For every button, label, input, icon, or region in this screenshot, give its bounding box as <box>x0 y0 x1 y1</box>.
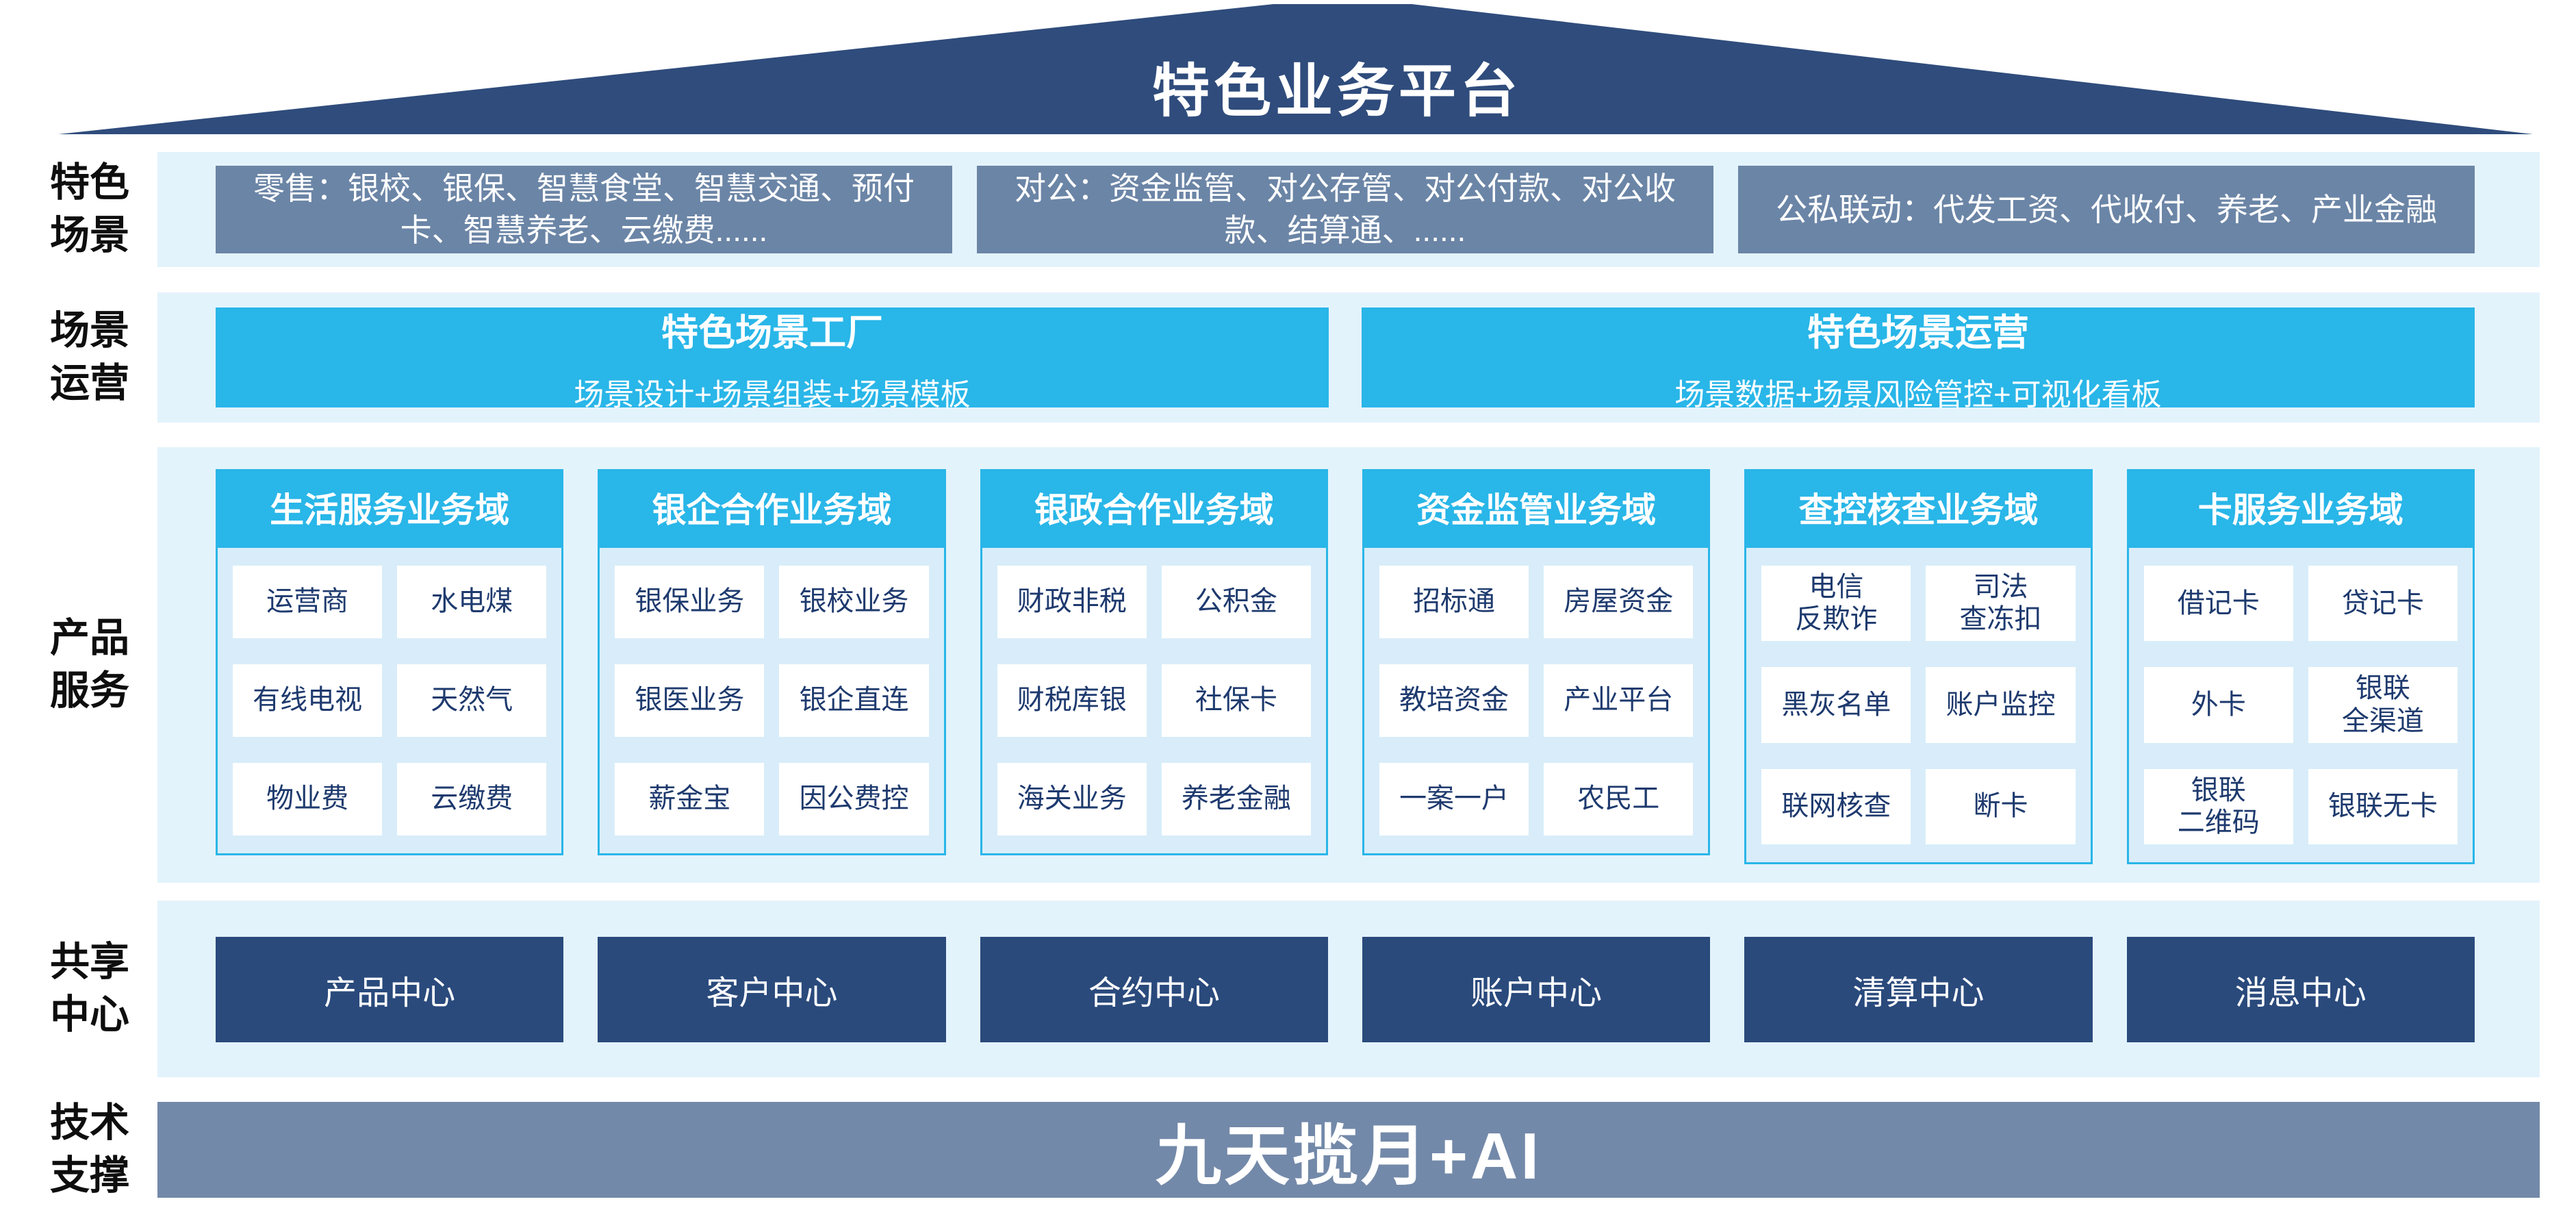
product-cell: 运营商 <box>233 566 383 638</box>
product-cell: 外卡 <box>2143 667 2293 743</box>
scenes-band: 零售：银校、银保、智慧食堂、智慧交通、预付卡、智慧养老、云缴费...... 对公… <box>157 152 2540 267</box>
shared-centers-band: 产品中心 客户中心 合约中心 账户中心 清算中心 消息中心 <box>157 901 2540 1077</box>
product-column-inquiry-control: 查控核查业务域 电信 反欺诈 司法 查冻扣 黑灰名单 账户监控 联网核查 断卡 <box>1744 469 2093 865</box>
row-label-operations-text: 场景运营 <box>49 308 129 405</box>
product-column-panel: 运营商 水电煤 有线电视 天然气 物业费 云缴费 <box>216 546 564 855</box>
row-label-scenes: 特色场景 <box>0 152 179 267</box>
scene-factory-box: 特色场景工厂 场景设计+场景组装+场景模板 <box>216 307 1329 412</box>
product-column-panel: 借记卡 贷记卡 外卡 银联 全渠道 银联 二维码 银联无卡 <box>2126 546 2475 865</box>
product-cell: 司法 查冻扣 <box>1926 566 2076 642</box>
row-label-shared-centers: 共享中心 <box>0 901 179 1077</box>
scene-factory-title: 特色场景工厂 <box>661 312 883 353</box>
product-column-card-services: 卡服务业务域 借记卡 贷记卡 外卡 银联 全渠道 银联 二维码 银联无卡 <box>2126 469 2475 865</box>
product-column-panel: 招标通 房屋资金 教培资金 产业平台 一案一户 农民工 <box>1362 546 1711 855</box>
center-box-message: 消息中心 <box>2126 937 2475 1042</box>
product-cell: 物业费 <box>233 763 383 835</box>
product-cell: 电信 反欺诈 <box>1761 566 1911 642</box>
product-cell: 教培资金 <box>1379 664 1529 737</box>
center-box-contract: 合约中心 <box>980 937 1328 1042</box>
row-label-products-text: 产品服务 <box>49 616 129 713</box>
product-column-header: 卡服务业务域 <box>2126 469 2475 546</box>
product-column-header: 资金监管业务域 <box>1362 469 1711 546</box>
scene-box-corporate: 对公：资金监管、对公存管、对公付款、对公收款、结算通、...... <box>977 166 1713 253</box>
product-cell: 财政非税 <box>997 566 1147 638</box>
product-cell: 公积金 <box>1161 566 1311 638</box>
center-box-product: 产品中心 <box>216 937 564 1042</box>
product-column-header: 生活服务业务域 <box>216 469 564 546</box>
tech-support-text: 九天揽月+AI <box>1155 1119 1542 1193</box>
scene-factory-subtitle: 场景设计+场景组装+场景模板 <box>574 377 971 412</box>
products-band: 生活服务业务域 运营商 水电煤 有线电视 天然气 物业费 云缴费 银企合作业务域… <box>157 447 2540 883</box>
product-cell: 农民工 <box>1544 763 1694 835</box>
scene-operation-box: 特色场景运营 场景数据+场景风险管控+可视化看板 <box>1362 307 2475 412</box>
product-cell: 一案一户 <box>1379 763 1529 835</box>
product-cell: 借记卡 <box>2143 566 2293 642</box>
product-column-panel: 财政非税 公积金 财税库银 社保卡 海关业务 养老金融 <box>980 546 1328 855</box>
product-cell: 贷记卡 <box>2308 566 2458 642</box>
product-cell: 银联 全渠道 <box>2308 667 2458 743</box>
product-cell: 财税库银 <box>997 664 1147 737</box>
product-cell: 银校业务 <box>779 566 929 638</box>
product-column-header: 查控核查业务域 <box>1744 469 2093 546</box>
product-cell: 账户监控 <box>1926 667 2076 743</box>
center-box-clearing: 清算中心 <box>1744 937 2093 1042</box>
product-cell: 银企直连 <box>779 664 929 737</box>
product-cell: 天然气 <box>397 664 547 737</box>
product-cell: 养老金融 <box>1161 763 1311 835</box>
operations-band: 特色场景工厂 场景设计+场景组装+场景模板 特色场景运营 场景数据+场景风险管控… <box>157 292 2540 423</box>
scene-operation-title: 特色场景运营 <box>1807 312 2029 353</box>
row-label-scenes-text: 特色场景 <box>49 160 129 257</box>
product-column-panel: 电信 反欺诈 司法 查冻扣 黑灰名单 账户监控 联网核查 断卡 <box>1744 546 2093 865</box>
scene-box-public-private-linkage: 公私联动：代发工资、代收付、养老、产业金融 <box>1738 166 2475 253</box>
product-cell: 银联无卡 <box>2308 768 2458 845</box>
product-cell: 银联 二维码 <box>2143 768 2293 845</box>
product-cell: 因公费控 <box>779 763 929 835</box>
page-title: 特色业务平台 <box>1151 59 1522 123</box>
product-cell: 银保业务 <box>615 566 765 638</box>
row-label-tech-support: 技术支撑 <box>0 1101 179 1198</box>
product-column-life-services: 生活服务业务域 运营商 水电煤 有线电视 天然气 物业费 云缴费 <box>216 469 564 855</box>
center-box-account: 账户中心 <box>1362 937 1711 1042</box>
product-cell: 黑灰名单 <box>1761 667 1911 743</box>
scene-operation-subtitle: 场景数据+场景风险管控+可视化看板 <box>1674 377 2162 412</box>
product-cell: 社保卡 <box>1161 664 1311 737</box>
product-cell: 云缴费 <box>397 763 547 835</box>
row-label-products: 产品服务 <box>0 447 179 883</box>
product-column-bank-enterprise: 银企合作业务域 银保业务 银校业务 银医业务 银企直连 薪金宝 因公费控 <box>598 469 946 855</box>
tech-support-bar: 九天揽月+AI <box>157 1102 2540 1198</box>
center-box-customer: 客户中心 <box>598 937 946 1042</box>
product-cell: 房屋资金 <box>1544 566 1694 638</box>
product-cell: 海关业务 <box>997 763 1147 835</box>
product-column-header: 银企合作业务域 <box>598 469 946 546</box>
product-column-panel: 银保业务 银校业务 银医业务 银企直连 薪金宝 因公费控 <box>598 546 946 855</box>
product-cell: 有线电视 <box>233 664 383 737</box>
row-label-operations: 场景运营 <box>0 292 179 423</box>
product-column-bank-government: 银政合作业务域 财政非税 公积金 财税库银 社保卡 海关业务 养老金融 <box>980 469 1328 855</box>
product-cell: 招标通 <box>1379 566 1529 638</box>
product-column-fund-supervision: 资金监管业务域 招标通 房屋资金 教培资金 产业平台 一案一户 农民工 <box>1362 469 1711 855</box>
row-label-shared-centers-text: 共享中心 <box>49 940 129 1037</box>
product-cell: 产业平台 <box>1544 664 1694 737</box>
product-cell: 银医业务 <box>615 664 765 737</box>
product-cell: 联网核查 <box>1761 768 1911 845</box>
scene-box-retail: 零售：银校、银保、智慧食堂、智慧交通、预付卡、智慧养老、云缴费...... <box>216 166 952 253</box>
product-cell: 薪金宝 <box>615 763 765 835</box>
product-cell: 断卡 <box>1926 768 2076 845</box>
product-cell: 水电煤 <box>397 566 547 638</box>
product-column-header: 银政合作业务域 <box>980 469 1328 546</box>
row-label-tech-support-text: 技术支撑 <box>49 1101 129 1198</box>
